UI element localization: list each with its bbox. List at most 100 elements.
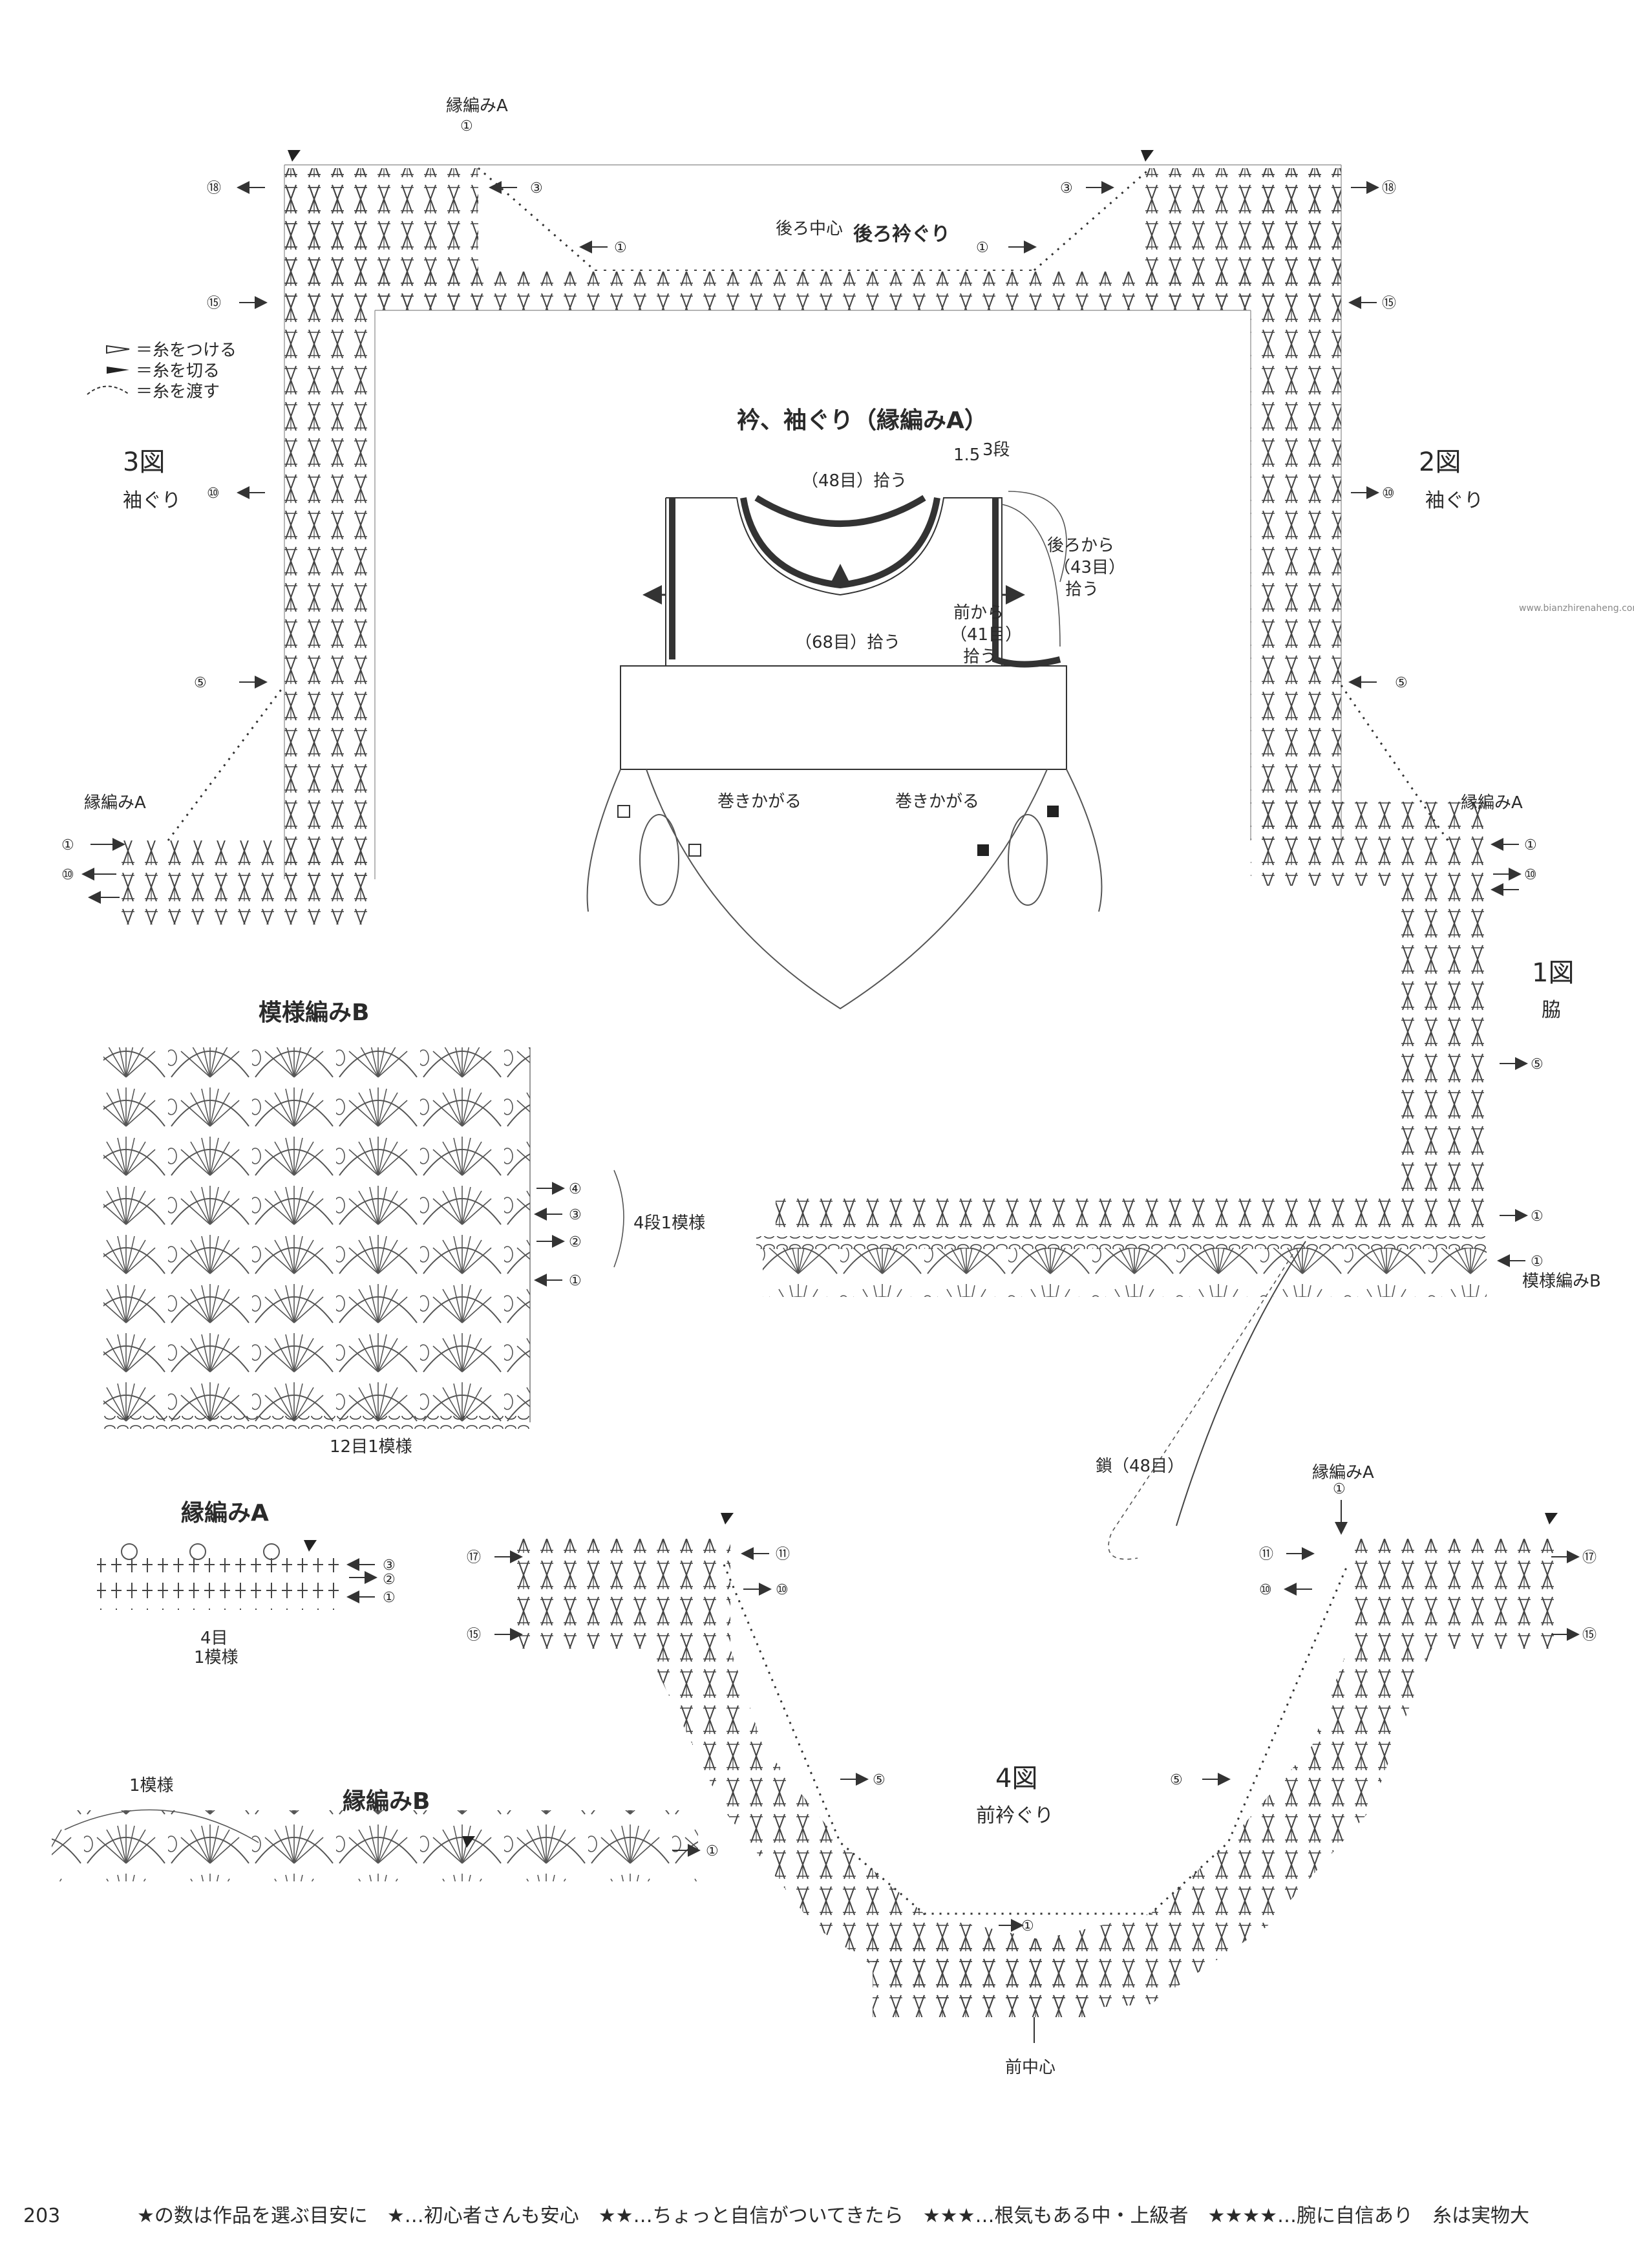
back-neck-pick: （48目）拾う (801, 471, 907, 491)
row-3: ③ (569, 1207, 582, 1223)
row-5: ⑤ (194, 675, 207, 691)
row-1: ① (61, 837, 74, 853)
row-1: ① (1531, 1208, 1544, 1225)
fig2-diagonal-edging (1340, 685, 1449, 841)
center-schematic-title: 衿、袖ぐり（縁編みA） (737, 407, 988, 434)
front-neck-pick: （68目）拾う (795, 633, 900, 652)
pattern-b-swatch (103, 1047, 624, 1429)
row-1: ① (383, 1590, 396, 1606)
fig1-vertical-band (1396, 886, 1487, 1196)
fig3-name: 袖ぐり (123, 489, 181, 512)
row-15: ⑮ (1582, 1627, 1597, 1643)
back-neck-strip (375, 272, 1254, 310)
edging-a-fig4-label: 縁編みA (1312, 1463, 1374, 1482)
fig4-center-block (873, 1940, 1086, 2017)
fig2-bottom-block (1251, 802, 1483, 886)
fig4-name: 前衿ぐり (976, 1804, 1054, 1827)
row-1: ① (706, 1843, 719, 1859)
row-2: ② (383, 1572, 396, 1588)
fig4-number: 4図 (995, 1764, 1037, 1793)
fig1-chain-row (756, 1236, 1487, 1249)
front-center-label: 前中心 (1005, 2058, 1056, 2077)
row-15: ⑮ (467, 1627, 481, 1643)
chain-48-label: 鎖（48目） (1096, 1457, 1184, 1476)
back-count: （43目） (1054, 558, 1125, 577)
row-10: ⑩ (61, 867, 74, 883)
pattern-b-fig1-label: 模様編みB (1522, 1272, 1601, 1291)
wrap-right: 巻きかがる (895, 792, 979, 811)
fig1-hanging-edging (1176, 1241, 1306, 1526)
edging-b-swatch (52, 1809, 698, 1881)
fig4-neck-curve (646, 1649, 1432, 2011)
fig1-side-chart (756, 886, 1487, 1560)
page-number: 203 (23, 2205, 60, 2227)
pass-yarn-icon (87, 385, 130, 395)
edging-a-swatch (97, 1540, 343, 1610)
width-label: 1.5 (953, 445, 980, 465)
row-18: ⑱ (1382, 180, 1396, 197)
back-center-label: 後ろ中心 (776, 219, 843, 239)
fig1-horizontal-band (776, 1196, 1487, 1235)
pattern-b-title: 模様編みB (259, 1000, 369, 1026)
row-1: ① (1333, 1481, 1346, 1497)
row-1: ① (460, 118, 473, 134)
fig1-name: 脇 (1542, 999, 1561, 1022)
row-1: ① (1021, 1918, 1034, 1934)
edging-b-repeat: 1模様 (129, 1776, 174, 1795)
center-schematic (586, 491, 1103, 1010)
fig2-number: 2図 (1419, 447, 1461, 477)
edging-a-right-label: 縁編みA (1461, 793, 1523, 813)
edging-b-title: 縁編みB (343, 1788, 430, 1815)
row-1: ① (1524, 837, 1537, 853)
watermark-url: www.bianzhirenaheng.com (1519, 603, 1634, 614)
row-17: ⑰ (1582, 1550, 1597, 1566)
row-10: ⑩ (776, 1582, 789, 1598)
row-1: ① (614, 240, 627, 256)
fig4-left-top-block (517, 1539, 730, 1649)
front-count: （41目） (950, 625, 1022, 645)
row-3: ③ (1060, 180, 1073, 197)
row-10: ⑩ (1382, 486, 1395, 502)
edging-a-unit: 1模様 (194, 1648, 239, 1667)
row-11: ⑪ (1259, 1546, 1273, 1563)
from-back: 後ろから (1047, 536, 1114, 555)
fig1-pattern-b-edging (763, 1248, 1487, 1297)
row-15: ⑮ (1382, 295, 1396, 312)
row-15: ⑮ (207, 295, 221, 312)
row-17: ⑰ (467, 1550, 481, 1566)
chain-48-loop (1108, 1254, 1293, 1560)
row-markers (81, 181, 1580, 1932)
row-5: ⑤ (1531, 1056, 1544, 1073)
attach-yarn-icon (106, 345, 130, 354)
row-5: ⑤ (873, 1772, 886, 1788)
fig4-front-neck-chart (517, 1500, 1561, 2043)
row-11: ⑪ (776, 1546, 790, 1563)
legend-symbols (87, 345, 130, 395)
fig3-bottom-block (116, 840, 375, 925)
edging-a-title: 縁編みA (181, 1500, 269, 1526)
difficulty-footer: ★の数は作品を選ぶ目安に ★…初心者さんも安心 ★★…ちょっと自信がついてきたら… (137, 2205, 1529, 2227)
fig3-diagonal-edging (167, 685, 286, 841)
top-frame-chart (116, 164, 1483, 925)
fig3-number: 3図 (123, 447, 165, 477)
wrap-left: 巻きかがる (717, 792, 801, 811)
cut-yarn-icon (107, 367, 129, 374)
from-front: 前から (953, 603, 1004, 623)
frame-outline (284, 164, 1342, 879)
row-5: ⑤ (1170, 1772, 1183, 1788)
legend-pass: ＝糸を渡す (136, 382, 220, 401)
row-1: ① (569, 1273, 582, 1289)
edging-a-left-label: 縁編みA (84, 793, 146, 813)
row-10: ⑩ (1524, 867, 1537, 883)
fig4-edging-line (723, 1564, 1349, 1915)
row-3: ③ (530, 180, 543, 197)
row-1: ① (976, 240, 989, 256)
cut-yarn-icon (1141, 150, 1154, 162)
pick-a: 拾う (1065, 580, 1099, 599)
cut-yarn-icon (288, 150, 301, 162)
row-1: ① (1531, 1254, 1544, 1270)
row-2: ② (569, 1234, 582, 1250)
rows-label: 3段 (982, 440, 1010, 460)
